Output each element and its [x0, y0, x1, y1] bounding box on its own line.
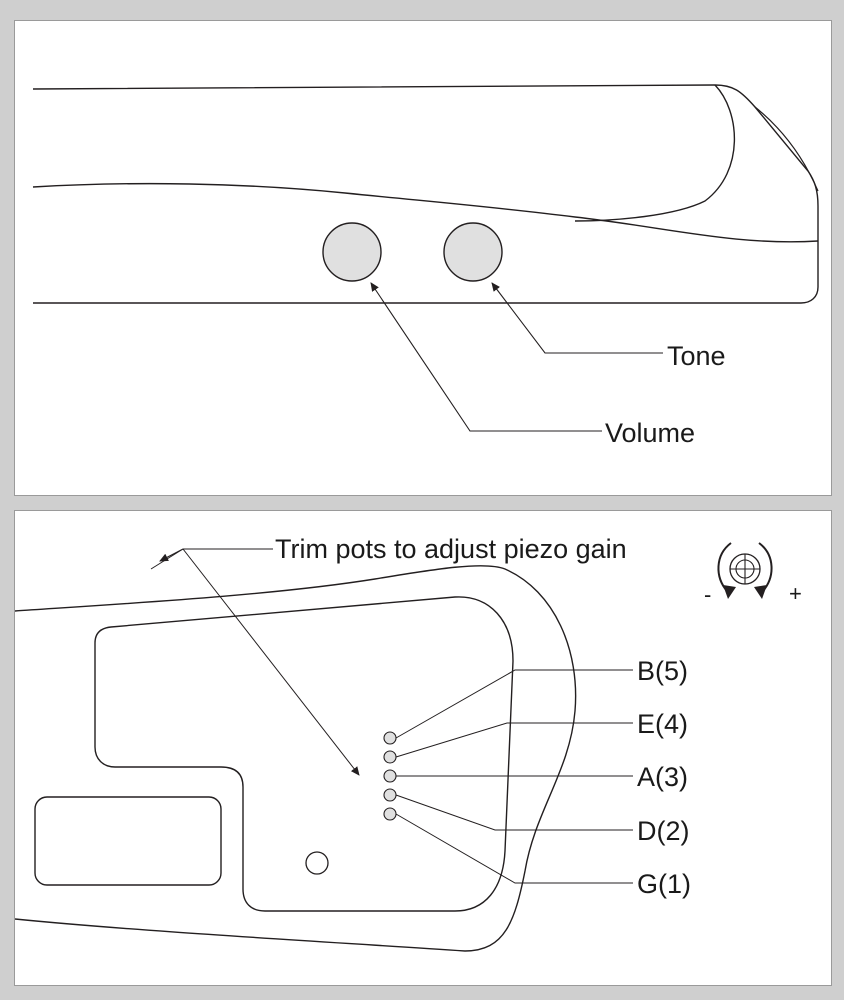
- g1-leader: [395, 813, 633, 884]
- rotation-minus-sign: -: [704, 582, 712, 607]
- string-label-e4: E(4): [637, 709, 689, 739]
- body-top-edge: [32, 84, 819, 304]
- trim-pot-b5: [383, 731, 397, 745]
- volume-label: Volume: [605, 418, 696, 448]
- controls-panel: Tone Volume: [14, 20, 832, 496]
- e4-leader: [395, 722, 633, 758]
- tone-knob: [443, 222, 503, 282]
- volume-leader: [370, 282, 602, 432]
- body-bevel-curve: [574, 84, 736, 222]
- trim-pot-a3: [383, 769, 397, 783]
- guitar-side-outline: [32, 84, 819, 432]
- body-contour-line: [32, 182, 819, 243]
- rotation-plus-sign: +: [789, 581, 802, 606]
- battery-box: [34, 796, 222, 886]
- string-label-d2: D(2): [637, 816, 690, 846]
- cavity-cover: [94, 596, 514, 912]
- trim-pots-title: Trim pots to adjust piezo gain: [275, 534, 627, 564]
- trim-pot-d2: [383, 788, 397, 802]
- body-back-outline: [15, 565, 577, 952]
- d2-leader: [395, 794, 633, 831]
- trim-pot-e4: [383, 750, 397, 764]
- trim-pot-g1: [383, 807, 397, 821]
- screw-hole: [305, 851, 329, 875]
- volume-knob: [322, 222, 382, 282]
- tone-label: Tone: [667, 341, 726, 371]
- b5-leader: [395, 669, 633, 739]
- trim-pots-panel: Trim pots to adjust piezo gain - + B(5) …: [14, 510, 832, 986]
- string-label-a3: A(3): [637, 762, 689, 792]
- string-label-b5: B(5): [637, 656, 689, 686]
- tone-leader: [491, 282, 663, 354]
- rotation-direction-icon: [717, 542, 773, 599]
- string-label-g1: G(1): [637, 869, 691, 899]
- control-cavity-diagram: [15, 542, 773, 952]
